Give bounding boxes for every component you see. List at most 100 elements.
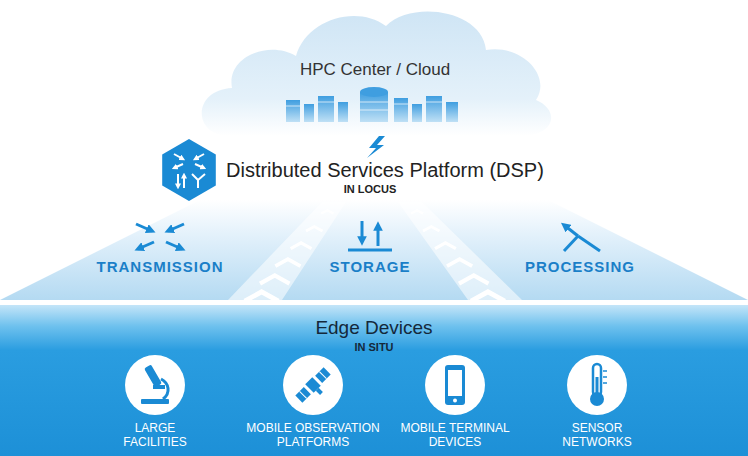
service-section: TRANSMISSION: [70, 218, 250, 276]
chevron-stripe: [471, 292, 505, 301]
device-item-icon: [423, 353, 487, 417]
drawn-line: [348, 249, 392, 252]
drawn-line: [198, 174, 205, 180]
chevron-stripe: [260, 276, 290, 284]
device-item-label: SENSOR NETWORKS: [552, 421, 642, 449]
text-holder: IN SITU: [0, 341, 748, 354]
device-item: MOBILE TERMINAL DEVICES: [380, 353, 530, 451]
drawn-rect: [394, 98, 408, 122]
lane-chevrons: [245, 210, 505, 301]
drawn-line: [183, 175, 185, 188]
drawn-rect: [316, 388, 323, 395]
drawn-circle: [453, 399, 457, 403]
drawn-line: [578, 236, 600, 251]
device-item: MOBILE OBSERVATION PLATFORMS: [235, 353, 391, 451]
device-item-label: MOBILE OBSERVATION PLATFORMS: [235, 421, 391, 449]
drawn-line: [174, 164, 183, 168]
drawn-rect: [446, 102, 458, 122]
service-section-label: TRANSMISSION: [96, 260, 223, 274]
drawn-line: [603, 382, 607, 384]
drawn-rect: [144, 364, 162, 387]
chevron-stripe: [435, 243, 456, 249]
drawn-g: [300, 372, 327, 399]
drawn-line: [192, 174, 198, 180]
chevron-stripe: [291, 243, 312, 249]
device-circle: [567, 355, 627, 415]
drawn-rect: [593, 364, 601, 396]
drawn-line: [603, 376, 607, 378]
chevron-stripe: [447, 259, 472, 266]
drawn-rect: [295, 387, 311, 403]
text-holder: Distributed Services Platform (DSP): [226, 159, 544, 182]
drawn-rect: [448, 370, 462, 396]
drawn-ellipse: [360, 87, 388, 97]
device-circle: [125, 355, 185, 415]
drawn-line: [318, 102, 334, 103]
drawn-line: [166, 242, 182, 249]
lightning-bolt: [367, 136, 385, 158]
service-section: PROCESSING: [490, 218, 670, 276]
drawn-line: [319, 372, 326, 379]
service-section-icon: [340, 218, 400, 254]
drawn-line: [197, 180, 199, 188]
drawn-rect: [338, 102, 348, 122]
cloud-title: HPC Center / Cloud: [190, 60, 560, 80]
device-item-label: MOBILE TERMINAL DEVICES: [380, 421, 530, 449]
device-circle: [425, 355, 485, 415]
drawn-line: [300, 391, 307, 398]
text-holder: IN LOCUS: [0, 183, 740, 196]
drawn-line: [426, 102, 442, 103]
drawn-line: [136, 224, 152, 231]
platform-node: Distributed Services Platform (DSP)IN LO…: [0, 138, 748, 305]
device-item-icon: [565, 353, 629, 417]
server-stripes: [286, 102, 442, 110]
device-item-icon: [123, 353, 187, 417]
drawn-line: [361, 221, 364, 242]
drawn-line: [195, 164, 204, 168]
chevron-stripe: [411, 210, 423, 213]
drawn-line: [138, 242, 154, 249]
drawn-path: [161, 379, 168, 399]
drawn-line: [360, 110, 388, 111]
chevron-stripe: [423, 227, 440, 232]
drawn-line: [603, 370, 607, 372]
service-section-label: PROCESSING: [525, 260, 635, 274]
drawn-line: [177, 174, 179, 187]
cloud-node: HPC Center / Cloud: [190, 0, 560, 140]
edge-subtitle: IN SITU: [0, 341, 748, 354]
drawn-g: [295, 367, 336, 408]
drawn-line: [360, 102, 388, 103]
drawn-g: [136, 224, 184, 249]
drawn-rect: [412, 104, 422, 122]
device-item: LARGE FACILITIES: [110, 353, 200, 451]
platform-subtitle: IN LOCUS: [0, 183, 740, 196]
drawn-g: [348, 221, 392, 250]
drawn-rect: [426, 96, 442, 122]
device-item-label: LARGE FACILITIES: [110, 421, 200, 449]
device-item: SENSOR NETWORKS: [552, 353, 642, 451]
chevron-stripe: [321, 210, 333, 213]
drawn-rect: [318, 96, 334, 122]
drawn-rect: [315, 367, 331, 383]
platform-title: Distributed Services Platform (DSP): [226, 159, 544, 182]
edge-title: Edge Devices: [0, 317, 748, 339]
drawn-g: [141, 364, 169, 404]
device-item-icon: [281, 353, 345, 417]
drawn-line: [174, 154, 183, 159]
right-lane: [398, 202, 522, 300]
drawn-line: [168, 224, 184, 231]
drawn-rect: [445, 365, 465, 405]
edge-band: Edge Devices IN SITU LARGE FACILITIES MOBIL…: [0, 305, 748, 456]
drawn-rect: [141, 399, 169, 404]
service-section-label: STORAGE: [330, 260, 411, 274]
drawn-g: [564, 225, 600, 251]
drawn-line: [394, 104, 408, 105]
platform-plane: [0, 200, 748, 300]
service-section-icon: [550, 218, 610, 254]
hexagon-icons: [174, 154, 205, 188]
drawn-g: [603, 371, 607, 383]
drawn-line: [564, 225, 578, 236]
platform-hexagon: [162, 139, 216, 201]
server-icons: [286, 87, 458, 122]
drawn-line: [564, 236, 578, 251]
